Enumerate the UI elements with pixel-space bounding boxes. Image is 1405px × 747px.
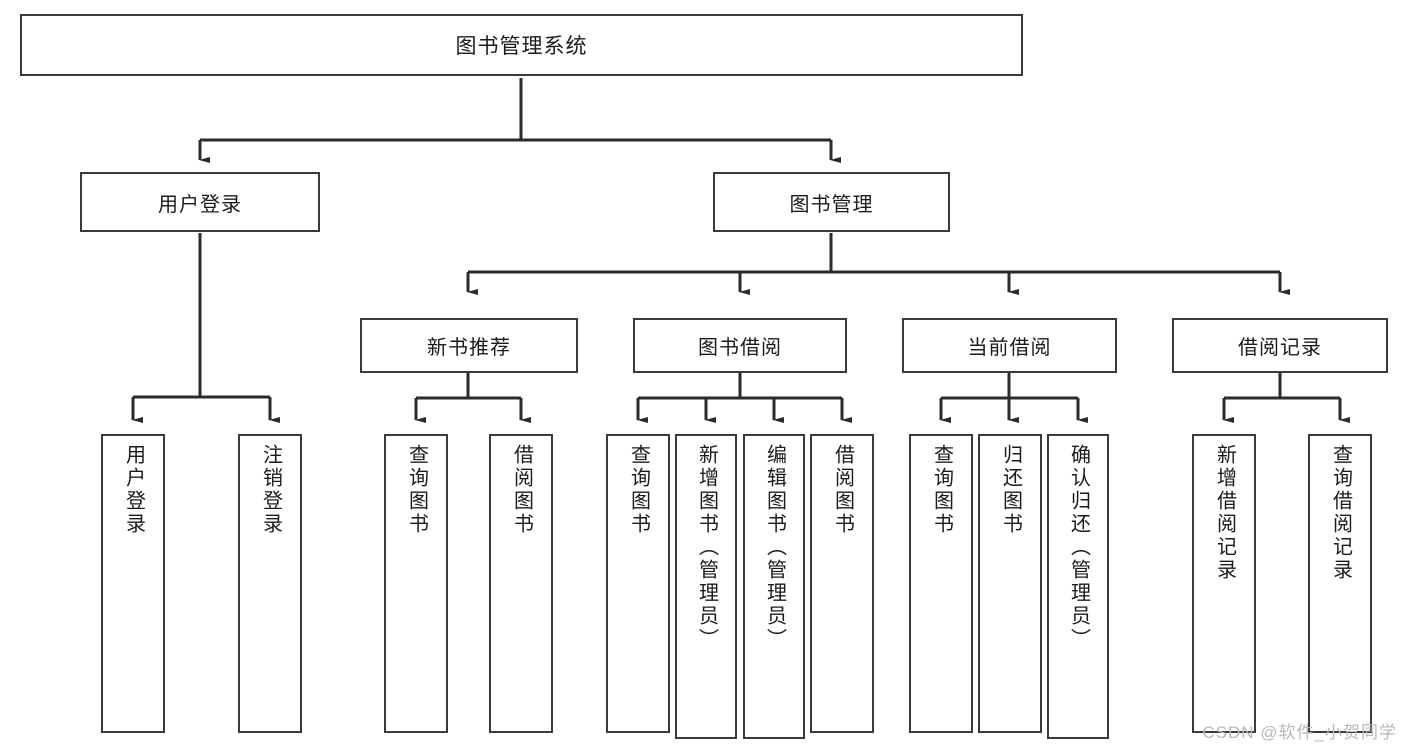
node-book-borrow[interactable]: 图书借阅 <box>633 318 847 373</box>
node-label: 确认归还（管理员） <box>1067 444 1090 651</box>
node-label: 借阅图书 <box>831 444 854 536</box>
leaf-edit-book-admin[interactable]: 编辑图书（管理员） <box>743 434 805 739</box>
node-label: 借阅图书 <box>510 444 533 536</box>
node-label: 当前借阅 <box>967 337 1052 359</box>
node-label: 借阅记录 <box>1238 337 1322 359</box>
node-label: 注销登录 <box>259 444 282 536</box>
node-label: 新增借阅记录 <box>1213 444 1236 582</box>
leaf-logout[interactable]: 注销登录 <box>238 434 302 733</box>
node-label: 用户登录 <box>122 444 145 536</box>
leaf-query-borrow-record[interactable]: 查询借阅记录 <box>1308 434 1372 733</box>
node-label: 图书借阅 <box>698 337 782 359</box>
leaf-confirm-return-admin[interactable]: 确认归还（管理员） <box>1047 434 1109 739</box>
node-label: 查询图书 <box>627 444 650 536</box>
node-label: 归还图书 <box>999 444 1022 536</box>
leaf-borrow-book-recommend[interactable]: 借阅图书 <box>489 434 553 733</box>
node-label: 查询图书 <box>930 444 953 536</box>
node-label: 图书管理 <box>789 193 874 216</box>
leaf-query-book-borrow[interactable]: 查询图书 <box>606 434 670 733</box>
node-user-login[interactable]: 用户登录 <box>80 172 320 232</box>
node-label: 图书管理系统 <box>455 35 588 58</box>
node-label: 新增图书（管理员） <box>695 444 718 651</box>
watermark-credit: CSDN @软件_小贺同学 <box>1202 723 1397 742</box>
leaf-user-login[interactable]: 用户登录 <box>101 434 165 733</box>
node-new-book-recommend[interactable]: 新书推荐 <box>360 318 578 373</box>
node-root-system[interactable]: 图书管理系统 <box>20 14 1023 76</box>
node-current-borrow[interactable]: 当前借阅 <box>902 318 1117 373</box>
node-label: 查询图书 <box>405 444 428 536</box>
node-book-management[interactable]: 图书管理 <box>713 172 950 232</box>
leaf-add-book-admin[interactable]: 新增图书（管理员） <box>675 434 737 739</box>
node-borrow-records[interactable]: 借阅记录 <box>1172 318 1388 373</box>
node-label: 编辑图书（管理员） <box>763 444 786 651</box>
node-label: 新书推荐 <box>427 337 511 359</box>
leaf-query-book-recommend[interactable]: 查询图书 <box>384 434 448 733</box>
leaf-borrow-book[interactable]: 借阅图书 <box>810 434 874 733</box>
node-label: 用户登录 <box>158 193 242 216</box>
leaf-query-book-current[interactable]: 查询图书 <box>909 434 973 733</box>
node-label: 查询借阅记录 <box>1329 444 1352 582</box>
leaf-add-borrow-record[interactable]: 新增借阅记录 <box>1192 434 1256 733</box>
leaf-return-book[interactable]: 归还图书 <box>978 434 1042 733</box>
